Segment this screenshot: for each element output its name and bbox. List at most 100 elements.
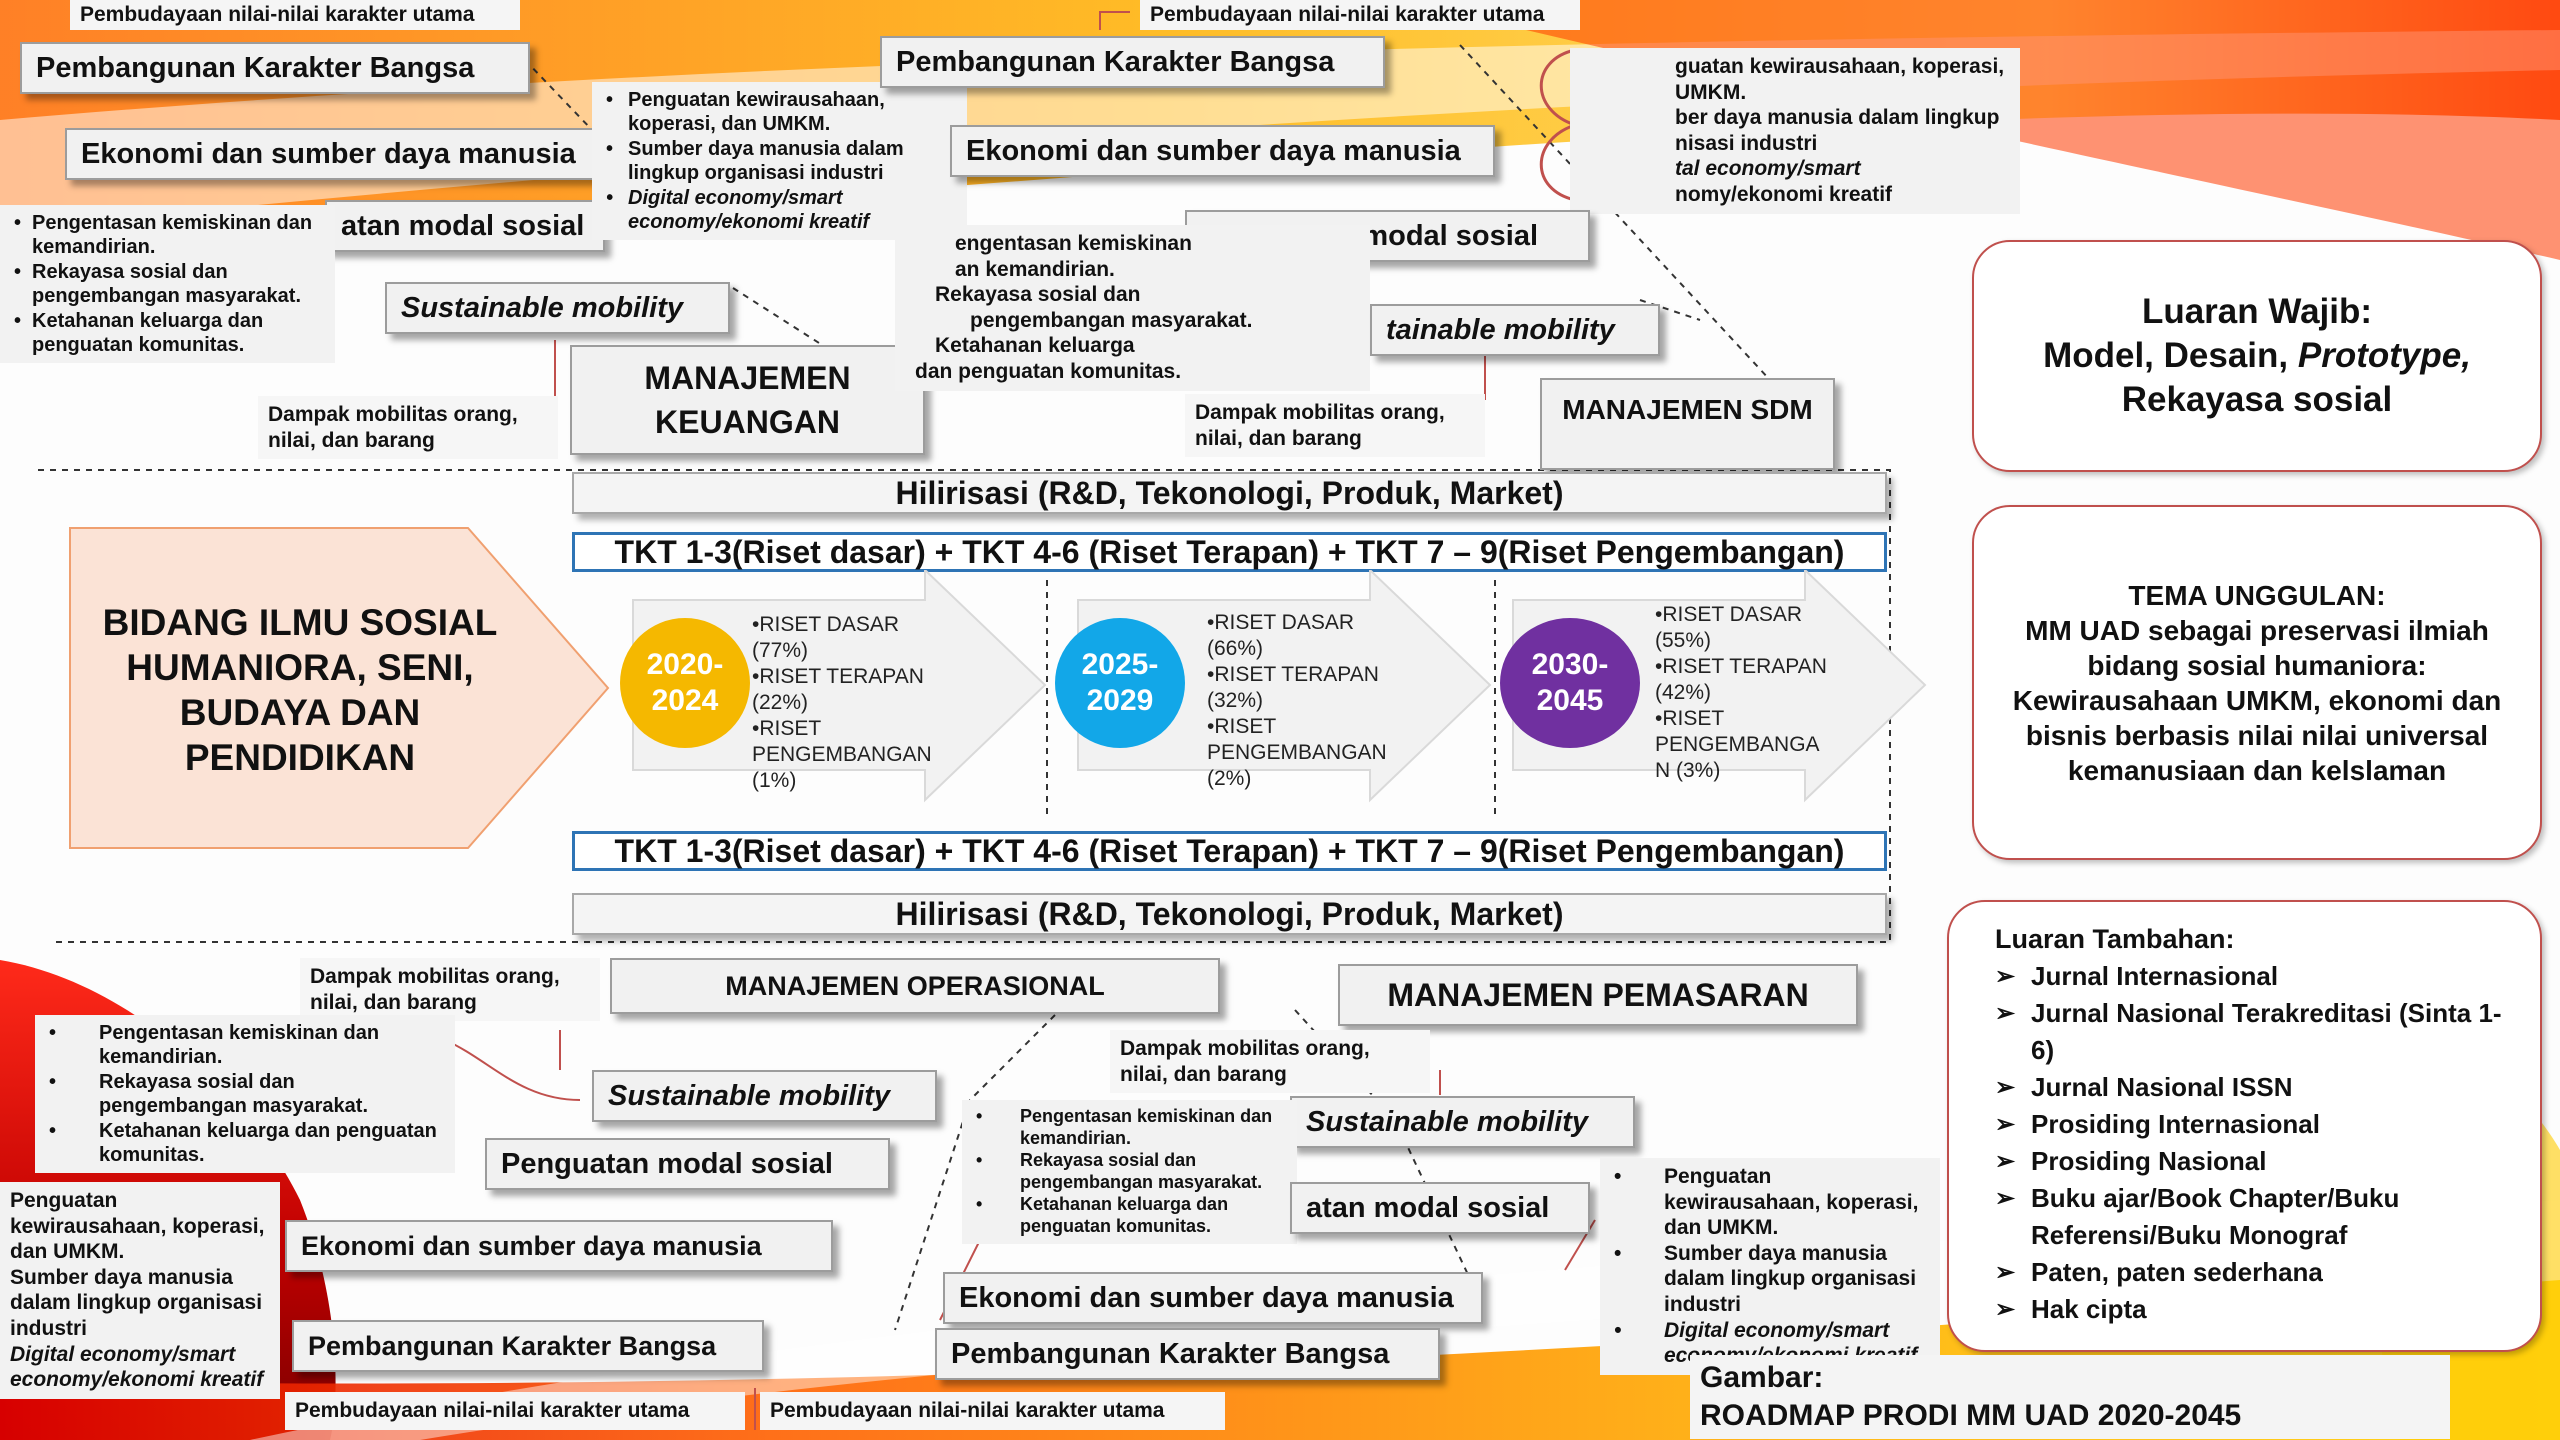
dampak-bl: Dampak mobilitas orang, nilai, dan baran… bbox=[300, 958, 600, 1022]
note-item: Pengentasan kemiskinan dan kemandirian. bbox=[972, 1106, 1287, 1150]
note-line: guatan kewirausahaan, koperasi, bbox=[1675, 55, 2005, 78]
phase-item: •RISET TERAPAN (32%) bbox=[1207, 663, 1379, 713]
note-item: Digital economy/smart economy/ekonomi kr… bbox=[602, 186, 957, 235]
note-item: Ketahanan keluarga dan penguatan komunit… bbox=[10, 309, 325, 358]
note-item: Rekayasa sosial dan pengembangan masyara… bbox=[972, 1150, 1287, 1194]
list-item: Paten, paten sederhana bbox=[1995, 1254, 2510, 1291]
tagline-pembudayaan-br: Pembudayaan nilai-nilai karakter utama bbox=[760, 1392, 1225, 1430]
tagline-pembudayaan-tr: Pembudayaan nilai-nilai karakter utama bbox=[1140, 0, 1580, 30]
bidang-arrow bbox=[69, 527, 610, 849]
note-item: Rekayasa sosial dan pengembangan masyara… bbox=[10, 260, 325, 309]
box-manajemen-operasional: MANAJEMEN OPERASIONAL bbox=[610, 958, 1220, 1014]
phase-dividers bbox=[1046, 580, 1496, 820]
caption-line-2: ROADMAP PRODI MM UAD 2020-2045 bbox=[1700, 1399, 2242, 1432]
luaran-wajib-line: Model, Desain, Prototype, bbox=[2043, 334, 2471, 378]
note-line: tal economy/smart bbox=[1675, 157, 1861, 181]
hilirisasi-top: Hilirisasi (R&D, Tekonologi, Produk, Mar… bbox=[572, 472, 1887, 514]
luaran-wajib-last: Rekayasa sosial bbox=[2121, 380, 2393, 419]
box-tema-unggulan: TEMA UNGGULAN: MM UAD sebagai preservasi… bbox=[1972, 505, 2542, 860]
box-mobility-tr: tainable mobility bbox=[1370, 304, 1660, 356]
caption-line-1: Gambar: bbox=[1700, 1361, 1824, 1394]
note-line: Penguatan kewirausahaan, koperasi, dan U… bbox=[10, 1189, 265, 1264]
box-modal-bl: Penguatan modal sosial bbox=[485, 1138, 890, 1190]
list-item: Buku ajar/Book Chapter/Buku Referensi/Bu… bbox=[1995, 1180, 2510, 1254]
note-pengentasan-br: Pengentasan kemiskinan dan kemandirian. … bbox=[962, 1100, 1297, 1244]
year-circle-2: 2025-2029 bbox=[1055, 618, 1185, 748]
note-item: Sumber daya manusia dalam lingkup organi… bbox=[602, 137, 957, 186]
luaran-wajib-part: Model, Desain, bbox=[2043, 336, 2289, 375]
phase-2-text: •RISET DASAR (66%) •RISET TERAPAN (32%) … bbox=[1207, 610, 1407, 792]
box-karakter-tl: Pembangunan Karakter Bangsa bbox=[20, 42, 530, 94]
phase-item: •RISET TERAPAN (22%) bbox=[752, 665, 924, 715]
luaran-wajib-title: Luaran Wajib: bbox=[2141, 292, 2373, 331]
tagline-pembudayaan-tl: Pembudayaan nilai-nilai karakter utama bbox=[70, 0, 520, 30]
box-manajemen-pemasaran: MANAJEMEN PEMASARAN bbox=[1338, 964, 1858, 1026]
note-pengentasan-bl: Pengentasan kemiskinan dan kemandirian. … bbox=[35, 1015, 455, 1174]
phase-arrows bbox=[632, 570, 1927, 803]
box-modal-tl: atan modal sosial bbox=[325, 200, 605, 252]
note-penguatan-tl: Penguatan kewirausahaan, koperasi, dan U… bbox=[592, 82, 967, 241]
note-line: dan penguatan komunitas. bbox=[915, 360, 1182, 384]
dampak-br: Dampak mobilitas orang, nilai, dan baran… bbox=[1110, 1030, 1430, 1094]
dampak-tl: Dampak mobilitas orang, nilai, dan baran… bbox=[258, 396, 558, 460]
phase-item: •RISET DASAR (77%) bbox=[752, 613, 899, 663]
box-ekonomi-tl: Ekonomi dan sumber daya manusia bbox=[65, 128, 595, 180]
phase-item: •RISET PENGEMBANGAN (1%) bbox=[752, 717, 932, 793]
note-item: Pengentasan kemiskinan dan kemandirian. bbox=[10, 211, 325, 260]
note-pengentasan-tl: Pengentasan kemiskinan dan kemandirian. … bbox=[0, 205, 335, 364]
tema-body: MM UAD sebagai preservasi ilmiah bidang … bbox=[2012, 614, 2502, 786]
luaran-wajib-prototype: Prototype, bbox=[2297, 336, 2471, 375]
note-penguatan-tr-clipped: guatan kewirausahaan, koperasi, UMKM. be… bbox=[1570, 48, 2020, 214]
box-manajemen-keuangan: MANAJEMEN KEUANGAN bbox=[570, 345, 925, 455]
note-item: Sumber daya manusia dalam lingkup organi… bbox=[1610, 1241, 1930, 1318]
note-penguatan-br: Penguatan kewirausahaan, koperasi, dan U… bbox=[1600, 1158, 1940, 1375]
note-line: nisasi industri bbox=[1675, 131, 1818, 155]
dampak-tr: Dampak mobilitas orang, nilai, dan baran… bbox=[1185, 394, 1485, 458]
note-line: pengembangan masyarakat. bbox=[970, 308, 1253, 332]
list-item: Jurnal Nasional ISSN bbox=[1995, 1069, 2510, 1106]
box-mobility-br: Sustainable mobility bbox=[1290, 1096, 1635, 1148]
tambahan-list: Jurnal Internasional Jurnal Nasional Ter… bbox=[1995, 958, 2510, 1328]
note-line: Rekayasa sosial dan bbox=[935, 283, 1141, 307]
note-item: Ketahanan keluarga dan penguatan komunit… bbox=[45, 1119, 445, 1168]
box-manajemen-sdm: MANAJEMEN SDM bbox=[1540, 378, 1835, 470]
box-modal-br: atan modal sosial bbox=[1290, 1182, 1590, 1234]
phase-1-text: •RISET DASAR (77%) •RISET TERAPAN (22%) … bbox=[752, 612, 952, 794]
note-line: engentasan kemiskinan bbox=[955, 232, 1192, 255]
box-mobility-bl: Sustainable mobility bbox=[592, 1070, 937, 1122]
list-item: Prosiding Internasional bbox=[1995, 1106, 2510, 1143]
note-line: Ketahanan keluarga bbox=[935, 334, 1135, 358]
box-ekonomi-br: Ekonomi dan sumber daya manusia bbox=[943, 1272, 1483, 1324]
year-circle-3: 2030-2045 bbox=[1500, 618, 1640, 748]
phase-item: •RISET TERAPAN (42%) bbox=[1655, 655, 1827, 705]
caption: Gambar: ROADMAP PRODI MM UAD 2020-2045 bbox=[1690, 1355, 2450, 1439]
box-mobility-tl: Sustainable mobility bbox=[385, 282, 730, 334]
note-line: ber daya manusia dalam lingkup bbox=[1675, 106, 2000, 130]
hilirisasi-bottom: Hilirisasi (R&D, Tekonologi, Produk, Mar… bbox=[572, 893, 1887, 935]
note-line: UMKM. bbox=[1675, 80, 1747, 104]
box-luaran-tambahan: Luaran Tambahan: Jurnal Internasional Ju… bbox=[1947, 900, 2542, 1352]
tambahan-title: Luaran Tambahan: bbox=[1995, 924, 2235, 954]
phase-item: •RISET DASAR (55%) bbox=[1655, 603, 1802, 653]
box-luaran-wajib: Luaran Wajib: Model, Desain, Prototype, … bbox=[1972, 240, 2542, 472]
note-line: Digital economy/smart economy/ekonomi kr… bbox=[10, 1342, 264, 1392]
bidang-label: BIDANG ILMU SOSIAL HUMANIORA, SENI, BUDA… bbox=[102, 602, 498, 778]
note-penguatan-bl: Penguatan kewirausahaan, koperasi, dan U… bbox=[0, 1182, 280, 1399]
list-item: Jurnal Nasional Terakreditasi (Sinta 1-6… bbox=[1995, 995, 2510, 1069]
note-item: Pengentasan kemiskinan dan kemandirian. bbox=[45, 1021, 445, 1070]
box-ekonomi-tr: Ekonomi dan sumber daya manusia bbox=[950, 125, 1495, 177]
phase-item: •RISET PENGEMBANGA N (3%) bbox=[1655, 707, 1819, 783]
list-item: Hak cipta bbox=[1995, 1291, 2510, 1328]
note-item: Rekayasa sosial dan pengembangan masyara… bbox=[45, 1070, 445, 1119]
note-line: Sumber daya manusia dalam lingkup organi… bbox=[10, 1265, 263, 1341]
box-karakter-bl: Pembangunan Karakter Bangsa bbox=[292, 1320, 764, 1372]
note-item: Ketahanan keluarga dan penguatan komunit… bbox=[972, 1194, 1287, 1238]
phase-item: •RISET PENGEMBANGAN (2%) bbox=[1207, 715, 1387, 791]
note-item: Penguatan kewirausahaan, koperasi, dan U… bbox=[1610, 1164, 1930, 1241]
year-circle-1: 2020-2024 bbox=[620, 618, 750, 748]
note-item: Penguatan kewirausahaan, koperasi, dan U… bbox=[602, 88, 957, 137]
tema-title: TEMA UNGGULAN: bbox=[2128, 579, 2386, 611]
tkt-top: TKT 1-3(Riset dasar) + TKT 4-6 (Riset Te… bbox=[572, 532, 1887, 572]
note-line: nomy/ekonomi kreatif bbox=[1675, 183, 1893, 207]
phase-item: •RISET DASAR (66%) bbox=[1207, 611, 1354, 661]
